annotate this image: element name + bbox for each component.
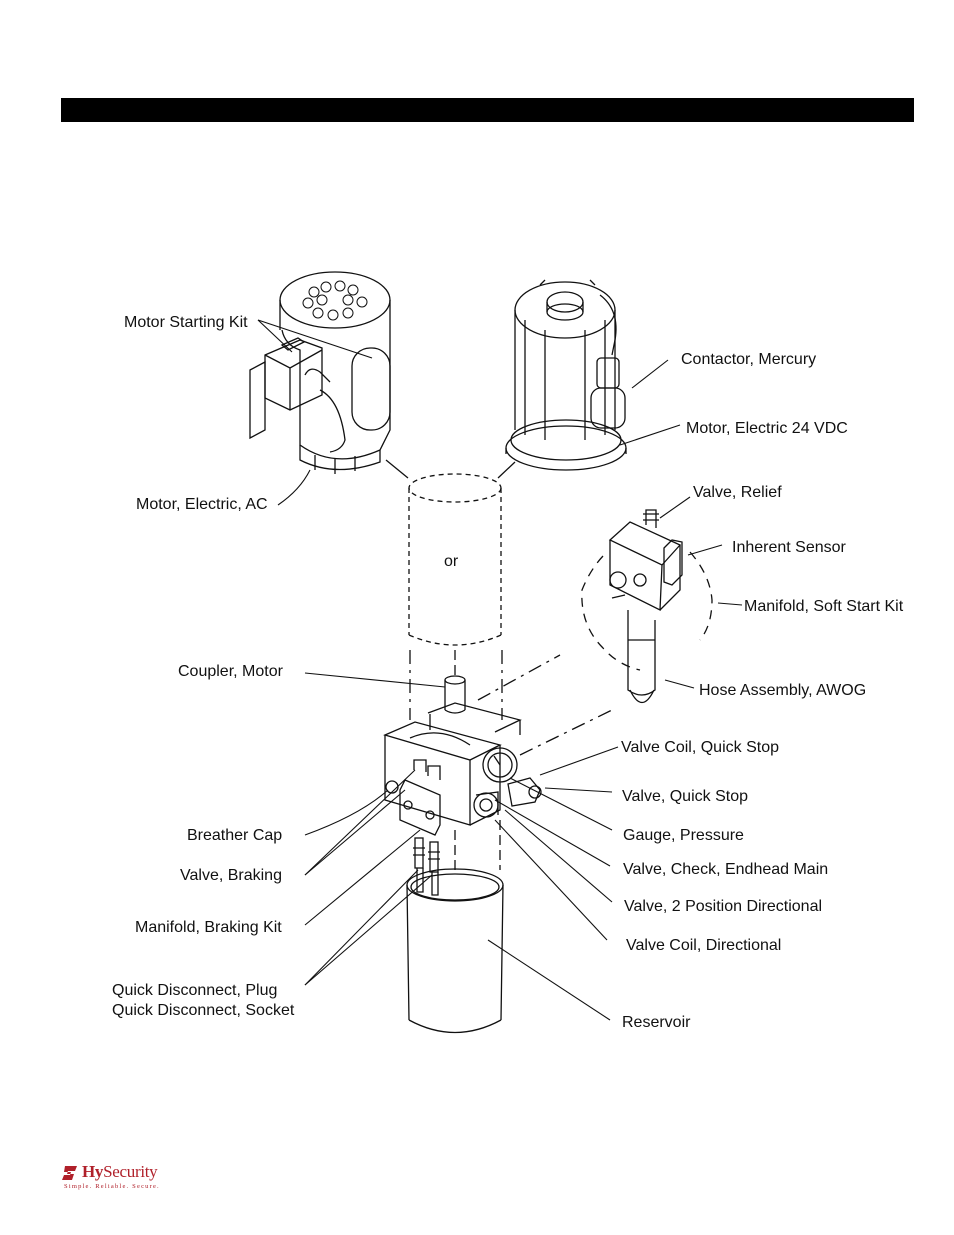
label-gauge-pressure: Gauge, Pressure bbox=[623, 827, 744, 844]
alternate-motor-placeholder bbox=[408, 473, 503, 720]
part-labels: Motor Starting Kit Contactor, Mercury Mo… bbox=[112, 314, 904, 1031]
label-valve-coil-quick-stop: Valve Coil, Quick Stop bbox=[621, 739, 779, 756]
label-reservoir: Reservoir bbox=[622, 1014, 691, 1031]
label-contactor-mercury: Contactor, Mercury bbox=[681, 351, 816, 368]
ac-motor-illustration bbox=[249, 271, 391, 474]
label-valve-braking: Valve, Braking bbox=[180, 867, 282, 884]
label-valve-coil-directional: Valve Coil, Directional bbox=[626, 937, 781, 954]
soft-start-manifold-illustration bbox=[581, 509, 713, 704]
label-valve-2-position-directional: Valve, 2 Position Directional bbox=[624, 898, 822, 915]
motor-fan-grille bbox=[302, 280, 368, 321]
logo-tagline: Simple. Reliable. Secure. bbox=[64, 1183, 160, 1190]
label-valve-relief: Valve, Relief bbox=[693, 484, 782, 501]
header-bar bbox=[61, 98, 914, 122]
label-quick-disconnect-plug: Quick Disconnect, Plug bbox=[112, 982, 277, 999]
label-motor-electric-ac: Motor, Electric, AC bbox=[136, 496, 268, 513]
label-manifold-soft-start-kit: Manifold, Soft Start Kit bbox=[744, 598, 904, 615]
hysecurity-logo: HySecurity Simple. Reliable. Secure. bbox=[62, 1162, 162, 1193]
label-manifold-braking-kit: Manifold, Braking Kit bbox=[135, 919, 282, 936]
coupler-illustration bbox=[444, 675, 466, 714]
hysecurity-logo-icon bbox=[62, 1166, 77, 1180]
label-motor-electric-24vdc: Motor, Electric 24 VDC bbox=[686, 420, 848, 437]
label-hose-assembly-awog: Hose Assembly, AWOG bbox=[699, 682, 866, 699]
main-manifold-illustration bbox=[383, 702, 542, 896]
leader-lines bbox=[257, 319, 743, 1021]
label-valve-check-endhead-main: Valve, Check, Endhead Main bbox=[623, 861, 828, 878]
label-quick-disconnect-socket: Quick Disconnect, Socket bbox=[112, 1002, 295, 1019]
label-breather-cap: Breather Cap bbox=[187, 827, 282, 844]
reservoir-illustration bbox=[406, 820, 504, 1034]
label-inherent-sensor: Inherent Sensor bbox=[732, 539, 847, 556]
dc-motor-illustration bbox=[505, 279, 627, 471]
label-valve-quick-stop: Valve, Quick Stop bbox=[622, 788, 748, 805]
logo-brand-text: HySecurity bbox=[82, 1162, 158, 1181]
label-motor-starting-kit: Motor Starting Kit bbox=[124, 314, 248, 331]
label-or: or bbox=[444, 553, 459, 570]
label-coupler-motor: Coupler, Motor bbox=[178, 663, 284, 680]
